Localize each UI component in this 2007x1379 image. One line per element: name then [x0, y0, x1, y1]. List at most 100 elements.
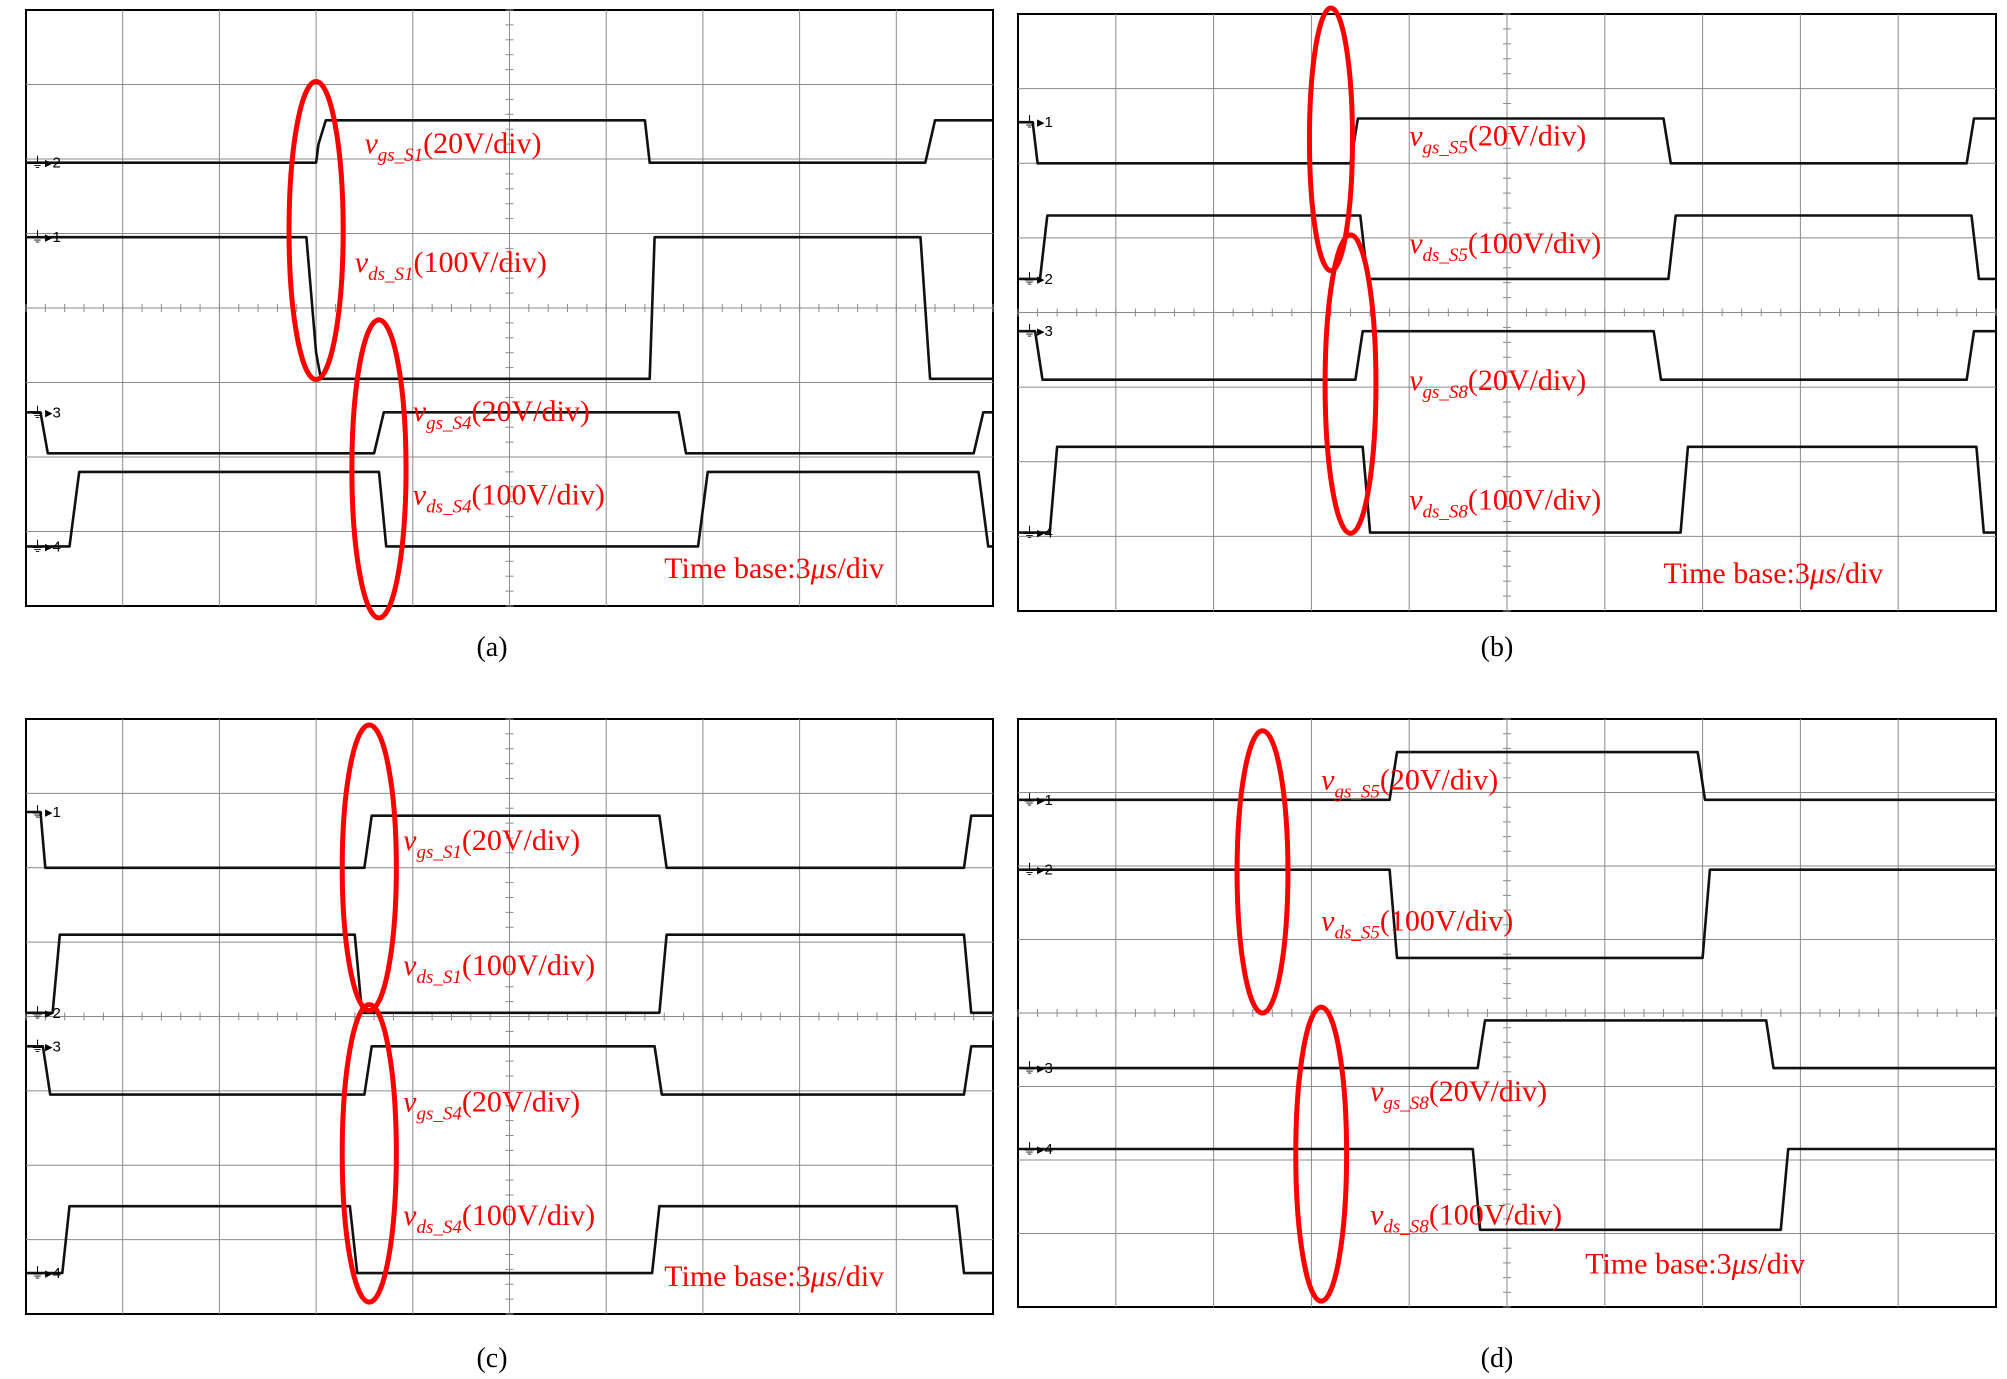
trace-gs-s8: [1018, 1019, 1996, 1070]
channel-marker: ⏚▸3: [1022, 1060, 1053, 1077]
trace-gs-s8: [1018, 329, 1996, 381]
label-scale: (100V/div): [1429, 1199, 1562, 1232]
label-scale: (100V/div): [414, 246, 547, 279]
signal-label-gs-s1: vgs_S1(20V/div): [364, 127, 541, 166]
time-base-unit: μs: [810, 1260, 838, 1293]
label-symbol: v: [1370, 1199, 1384, 1232]
channel-marker: ⏚▸4: [30, 538, 61, 555]
label-scale: (20V/div): [1429, 1075, 1547, 1108]
channel-marker: ⏚▸2: [1022, 271, 1053, 288]
signal-label-gs-s4: vgs_S4(20V/div): [403, 1086, 580, 1125]
signal-label-gs-s1: vgs_S1(20V/div): [403, 824, 580, 863]
time-base-prefix: Time base:3: [664, 1260, 810, 1293]
label-scale: (20V/div): [423, 127, 541, 160]
signal-label-gs-s8: vgs_S8(20V/div): [1370, 1075, 1547, 1114]
switching-highlight-ellipse: [339, 722, 399, 1014]
label-subscript: gs_S8: [1423, 382, 1469, 403]
label-subscript: ds_S8: [1423, 502, 1469, 523]
time-base-label: Time base:3μs/div: [664, 552, 884, 585]
label-subscript: gs_S4: [426, 413, 472, 434]
label-subscript: gs_S4: [416, 1104, 462, 1125]
channel-marker: ⏚▸1: [30, 229, 61, 246]
label-symbol: v: [1409, 364, 1423, 397]
label-scale: (100V/div): [1468, 227, 1601, 260]
label-subscript: ds_S4: [426, 497, 472, 518]
channel-marker: ⏚▸3: [30, 404, 61, 421]
trace-gs-s1: [26, 119, 993, 164]
label-symbol: v: [413, 479, 427, 512]
signal-label-gs-s5: vgs_S5(20V/div): [1321, 764, 1498, 803]
label-subscript: gs_S5: [1423, 137, 1468, 158]
signal-label-ds-s1: vds_S1(100V/div): [355, 246, 547, 285]
trace-gs-s5: [1018, 750, 1996, 802]
label-scale: (100V/div): [462, 1199, 595, 1232]
label-symbol: v: [364, 127, 378, 160]
label-subscript: ds_S8: [1383, 1217, 1429, 1238]
trace-ds-s4: [26, 1204, 993, 1275]
trace-gs-s5: [1018, 117, 1996, 165]
trace-ds-s1: [26, 235, 993, 381]
channel-marker: ⏚▸4: [1022, 525, 1053, 542]
caption-c: (c): [476, 1343, 508, 1374]
switching-highlight-ellipse: [1293, 1004, 1350, 1304]
signal-label-gs-s5: vgs_S5(20V/div): [1409, 119, 1586, 158]
trace-gs-s4: [26, 411, 993, 455]
signal-label-ds-s5: vds_S5(100V/div): [1321, 905, 1513, 944]
signal-label-ds-s8: vds_S8(100V/div): [1370, 1199, 1562, 1238]
label-scale: (100V/div): [472, 479, 605, 512]
channel-marker: ⏚▸2: [30, 155, 61, 172]
label-scale: (20V/div): [1468, 119, 1586, 152]
caption-d: (d): [1480, 1343, 1514, 1374]
time-base-prefix: Time base:3: [1585, 1247, 1731, 1280]
label-subscript: gs_S1: [378, 145, 423, 166]
time-base-suffix: /div: [837, 1260, 884, 1293]
trace-ds-s1: [26, 933, 993, 1015]
label-symbol: v: [355, 246, 369, 279]
channel-marker: ⏚▸2: [30, 1005, 61, 1022]
label-subscript: ds_S5: [1335, 923, 1380, 944]
trace-gs-s4: [26, 1045, 993, 1096]
trace-ds-s8: [1018, 445, 1996, 534]
label-symbol: v: [1409, 227, 1423, 260]
label-symbol: v: [1321, 764, 1335, 797]
signal-label-ds-s4: vds_S4(100V/div): [413, 479, 605, 518]
switching-highlight-ellipse: [349, 317, 409, 621]
label-scale: (100V/div): [1468, 484, 1601, 517]
label-subscript: gs_S5: [1335, 782, 1380, 803]
time-base-unit: μs: [810, 552, 838, 585]
label-symbol: v: [403, 1199, 417, 1232]
label-symbol: v: [403, 949, 417, 982]
channel-marker: ⏚▸1: [1022, 114, 1053, 131]
label-subscript: ds_S1: [368, 264, 413, 285]
label-symbol: v: [1370, 1075, 1384, 1108]
caption-b: (b): [1480, 632, 1514, 663]
time-base-prefix: Time base:3: [1663, 557, 1809, 590]
signal-label-ds-s1: vds_S1(100V/div): [403, 949, 595, 988]
label-symbol: v: [413, 395, 427, 428]
channel-marker: ⏚▸4: [30, 1265, 61, 1282]
label-symbol: v: [403, 824, 417, 857]
time-base-unit: μs: [1809, 557, 1837, 590]
time-base-unit: μs: [1731, 1247, 1759, 1280]
caption-a: (a): [476, 632, 508, 663]
trace-ds-s5: [1018, 868, 1996, 960]
trace-gs-s1: [26, 810, 993, 870]
signal-label-ds-s5: vds_S5(100V/div): [1409, 227, 1601, 266]
switching-highlight-ellipse: [1322, 232, 1379, 536]
time-base-label: Time base:3μs/div: [1585, 1247, 1805, 1280]
time-base-label: Time base:3μs/div: [1663, 557, 1883, 590]
label-scale: (100V/div): [1380, 905, 1513, 938]
scope-panel-d: ⏚▸1⏚▸2⏚▸3⏚▸4vgs_S5(20V/div)vds_S5(100V/d…: [1017, 718, 1997, 1308]
time-base-label: Time base:3μs/div: [664, 1260, 884, 1293]
label-scale: (20V/div): [472, 395, 590, 428]
label-symbol: v: [403, 1086, 417, 1119]
signal-label-ds-s4: vds_S4(100V/div): [403, 1199, 595, 1238]
time-base-suffix: /div: [837, 552, 884, 585]
switching-highlight-ellipse: [339, 1002, 399, 1305]
scope-panel-a: ⏚▸2⏚▸1⏚▸3⏚▸4vgs_S1(20V/div)vds_S1(100V/d…: [25, 9, 994, 621]
switching-highlight-ellipse: [286, 79, 346, 383]
label-symbol: v: [1409, 119, 1423, 152]
signal-label-gs-s4: vgs_S4(20V/div): [413, 395, 590, 434]
label-scale: (20V/div): [1468, 364, 1586, 397]
